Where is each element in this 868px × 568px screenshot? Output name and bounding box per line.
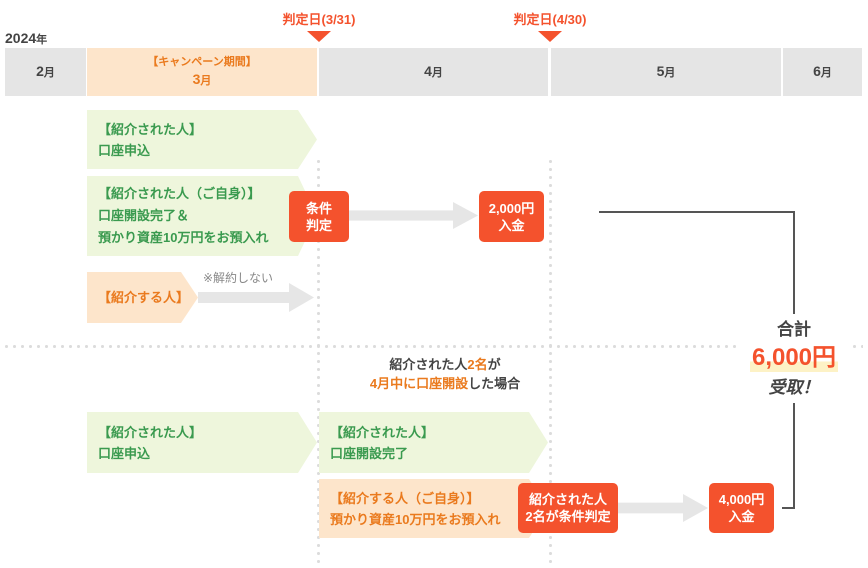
judgment-marker-april: 判定日(4/30) — [500, 10, 600, 44]
month-header-mar-campaign: 【キャンペーン期間】 3月 — [87, 48, 317, 96]
month-unit: 月 — [820, 67, 832, 79]
caption-text: が — [487, 357, 501, 372]
step-title: 【紹介された人】 — [330, 424, 435, 440]
campaign-period-label: 【キャンペーン期間】 — [147, 55, 257, 68]
month-unit: 月 — [664, 67, 676, 79]
badge-amount: 4,000円 — [718, 492, 765, 507]
month-header-jun: 6月 — [783, 48, 862, 96]
month-number: 6 — [813, 63, 821, 79]
caption-line-2: 4月中に口座開設した場合 — [320, 374, 570, 393]
step-referee-apply-2: 【紹介された人】 口座申込 — [87, 412, 317, 473]
step-text: 口座申込 — [98, 445, 151, 461]
month-number: 2 — [36, 63, 44, 79]
badge-line: 条件 — [305, 200, 332, 216]
month-header-feb: 2月 — [5, 48, 86, 96]
step-title: 【紹介された人】 — [98, 121, 203, 137]
badge-line: 判定 — [305, 217, 332, 233]
scenario2-caption: 紹介された人2名が 4月中に口座開設した場合 — [320, 355, 570, 393]
caption-emphasis: 4月中に口座開設 — [369, 376, 469, 391]
total-receive-label: 受取！ — [768, 378, 820, 397]
bracket-bottom-line — [782, 507, 795, 509]
badge-line: 紹介された人 — [528, 492, 607, 507]
step-text: 預かり資産10万円をお預入れ — [330, 511, 501, 527]
dotted-guide-march-end — [317, 160, 320, 565]
badge-amount: 2,000円 — [488, 200, 535, 216]
month-unit: 月 — [431, 67, 443, 79]
step-text: 預かり資産10万円をお預入れ — [98, 230, 269, 245]
step-title: 【紹介された人（ご自身）】 — [98, 186, 261, 201]
month-header-apr: 4月 — [319, 48, 548, 96]
flow-arrow-icon — [198, 283, 314, 312]
month-number: 3 — [192, 70, 201, 87]
judgment-marker-march: 判定日(3/31) — [269, 10, 369, 44]
year-label: 2024年 — [5, 29, 47, 49]
judgment-marker-label: 判定日(4/30) — [513, 12, 587, 27]
payout-badge-4000: 4,000円 入金 — [709, 483, 774, 533]
caption-line-1: 紹介された人2名が — [320, 355, 570, 374]
step-referrer: 【紹介する人】 — [87, 272, 198, 323]
step-title: 【紹介する人】 — [98, 290, 190, 305]
down-triangle-icon — [307, 31, 331, 42]
total-amount-row: 6,000円 — [737, 344, 851, 375]
month-number: 4 — [424, 63, 432, 79]
badge-line: 入金 — [498, 217, 525, 233]
month-unit: 月 — [43, 67, 55, 79]
badge-line: 入金 — [728, 509, 755, 524]
caption-text: した場合 — [468, 376, 521, 391]
caption-emphasis: 2名 — [467, 357, 488, 372]
badge-line: 2名が条件判定 — [525, 509, 611, 524]
month-unit: 月 — [200, 74, 212, 87]
dotted-guide-april-end — [549, 160, 552, 565]
step-title: 【紹介された人】 — [98, 424, 203, 440]
step-title: 【紹介する人（ご自身）】 — [330, 490, 480, 506]
month-number: 5 — [656, 63, 665, 79]
down-triangle-icon — [538, 31, 562, 42]
no-cancellation-note: ※解約しない — [203, 271, 274, 285]
step-referee-account-opened: 【紹介された人】 口座開設完了 — [319, 412, 548, 473]
payout-badge-2000: 2,000円 入金 — [479, 191, 544, 242]
step-referee-self-condition: 【紹介された人（ご自身）】 口座開設完了＆ 預かり資産10万円をお預入れ — [87, 176, 317, 256]
year-number: 2024 — [5, 30, 37, 46]
month-header-may: 5月 — [551, 48, 781, 96]
step-referrer-self-deposit: 【紹介する人（ご自身）】 預かり資産10万円をお預入れ — [319, 479, 548, 538]
step-text: 口座開設完了 — [330, 445, 409, 461]
year-unit: 年 — [36, 34, 48, 46]
total-amount: 6,000円 — [749, 344, 839, 372]
flow-arrow-icon — [349, 202, 478, 229]
caption-text: 紹介された人 — [389, 357, 468, 372]
total-reward-block: 合計 6,000円 受取！ — [737, 314, 851, 403]
scenario-divider — [5, 345, 863, 348]
total-label: 合計 — [777, 320, 811, 339]
flow-arrow-icon — [618, 494, 708, 522]
step-text: 口座開設完了＆ — [98, 208, 190, 223]
step-referee-apply: 【紹介された人】 口座申込 — [87, 110, 317, 169]
step-text: 口座申込 — [98, 142, 151, 158]
judgment-marker-label: 判定日(3/31) — [282, 12, 356, 27]
two-referees-judgment-badge: 紹介された人 2名が条件判定 — [518, 483, 618, 533]
condition-judgment-badge: 条件 判定 — [289, 191, 349, 242]
bracket-top-line — [599, 211, 795, 213]
